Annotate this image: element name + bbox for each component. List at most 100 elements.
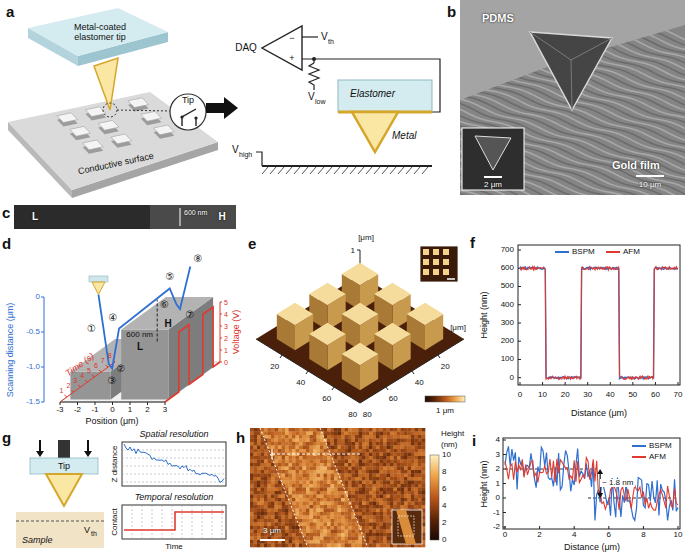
map-pixel bbox=[317, 488, 321, 492]
map-pixel bbox=[422, 488, 426, 492]
force-arrow bbox=[87, 440, 89, 452]
map-pixel bbox=[271, 509, 275, 513]
map-pixel bbox=[264, 484, 268, 488]
map-pixel bbox=[415, 502, 419, 506]
map-pixel bbox=[289, 432, 293, 436]
map-pixel bbox=[310, 449, 314, 453]
map-pixel bbox=[355, 502, 359, 506]
scanning-axis bbox=[44, 297, 45, 402]
map-pixel bbox=[390, 474, 394, 478]
map-pixel bbox=[306, 526, 310, 530]
map-pixel bbox=[390, 498, 394, 502]
map-pixel bbox=[292, 481, 296, 485]
map-pixel bbox=[257, 439, 261, 443]
wire-node bbox=[312, 57, 316, 61]
map-pixel bbox=[261, 439, 265, 443]
map-pixel bbox=[250, 453, 254, 457]
map-pixel bbox=[366, 460, 370, 464]
map-pixel bbox=[261, 470, 265, 474]
map-pixel bbox=[359, 432, 363, 436]
map-pixel bbox=[411, 446, 415, 450]
map-pixel bbox=[359, 488, 363, 492]
map-pixel bbox=[373, 446, 377, 450]
map-pixel bbox=[289, 474, 293, 478]
map-pixel bbox=[327, 537, 331, 541]
tick bbox=[306, 371, 308, 374]
map-pixel bbox=[348, 533, 352, 537]
electrode-pad bbox=[128, 98, 149, 108]
map-pixel bbox=[313, 435, 317, 439]
map-pixel bbox=[401, 505, 405, 509]
map-pixel bbox=[348, 530, 352, 534]
map-pixel bbox=[250, 519, 254, 523]
map-pixel bbox=[331, 484, 335, 488]
map-pixel bbox=[390, 432, 394, 436]
map-pixel bbox=[401, 495, 405, 499]
map-pixel bbox=[397, 432, 401, 436]
map-pixel bbox=[422, 439, 426, 443]
hatch bbox=[310, 167, 316, 174]
map-pixel bbox=[317, 439, 321, 443]
map-pixel bbox=[285, 502, 289, 506]
map-pixel bbox=[373, 484, 377, 488]
map-pixel bbox=[397, 449, 401, 453]
map-pixel bbox=[348, 509, 352, 513]
map-pixel bbox=[320, 491, 324, 495]
map-pixel bbox=[317, 530, 321, 534]
map-pixel bbox=[415, 477, 419, 481]
map-pixel bbox=[338, 484, 342, 488]
map-pixel bbox=[299, 428, 303, 432]
map-pixel bbox=[352, 530, 356, 534]
block-top bbox=[309, 323, 345, 345]
map-pixel bbox=[359, 428, 363, 432]
map-pixel bbox=[348, 467, 352, 471]
map-pixel bbox=[261, 488, 265, 492]
tick bbox=[92, 375, 95, 377]
tick bbox=[220, 338, 222, 339]
grid-line bbox=[132, 505, 133, 539]
map-pixel bbox=[415, 449, 419, 453]
map-pixel bbox=[411, 460, 415, 464]
map-pixel bbox=[303, 523, 307, 527]
map-pixel bbox=[387, 533, 391, 537]
map-pixel bbox=[362, 467, 366, 471]
map-pixel bbox=[306, 435, 310, 439]
inset-box bbox=[398, 516, 414, 536]
map-pixel bbox=[394, 474, 398, 478]
map-pixel bbox=[394, 467, 398, 471]
map-pixel bbox=[275, 512, 279, 516]
map-pixel bbox=[355, 523, 359, 527]
map-pixel bbox=[261, 505, 265, 509]
map-pixel bbox=[376, 460, 380, 464]
map-pixel bbox=[376, 449, 380, 453]
map-pixel bbox=[373, 495, 377, 499]
map-pixel bbox=[292, 498, 296, 502]
map-pixel bbox=[341, 467, 345, 471]
elastomer-layer bbox=[338, 80, 432, 112]
inset-pad bbox=[443, 249, 449, 255]
map-pixel bbox=[383, 544, 387, 548]
map-pixel bbox=[289, 477, 293, 481]
map-pixel bbox=[264, 498, 268, 502]
map-pixel bbox=[352, 488, 356, 492]
map-pixel bbox=[282, 477, 286, 481]
map-pixel bbox=[422, 453, 426, 457]
map-pixel bbox=[320, 540, 324, 544]
map-pixel bbox=[278, 446, 282, 450]
map-pixel bbox=[411, 491, 415, 495]
map-pixel bbox=[334, 505, 338, 509]
map-pixel bbox=[257, 456, 261, 460]
map-pixel bbox=[411, 428, 415, 432]
map-pixel bbox=[383, 446, 387, 450]
map-pixel bbox=[250, 488, 254, 492]
map-pixel bbox=[348, 442, 352, 446]
map-pixel bbox=[348, 460, 352, 464]
map-pixel bbox=[268, 474, 272, 478]
map-pixel bbox=[324, 470, 328, 474]
map-pixel bbox=[394, 477, 398, 481]
map-pixel bbox=[306, 474, 310, 478]
map-pixel bbox=[369, 519, 373, 523]
map-pixel bbox=[390, 491, 394, 495]
map-pixel bbox=[338, 544, 342, 548]
map-pixel bbox=[376, 533, 380, 537]
